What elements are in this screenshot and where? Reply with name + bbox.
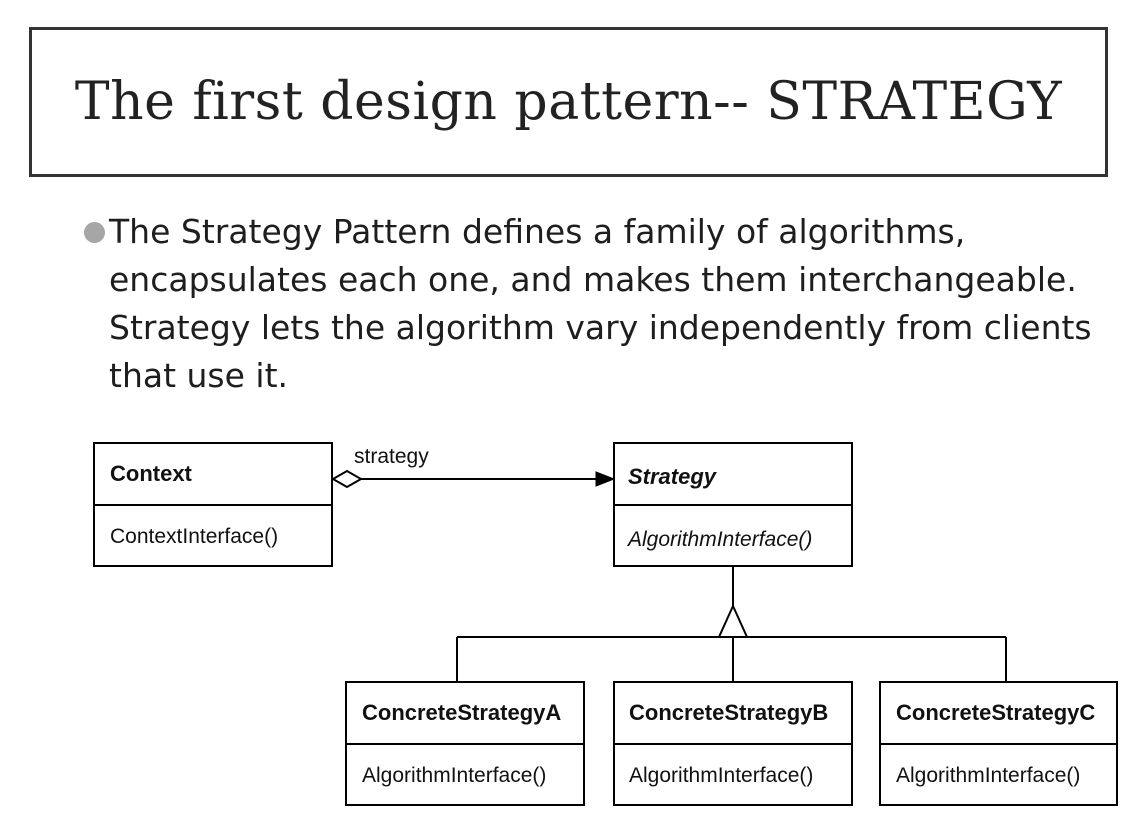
class-concrete-c-operation: AlgorithmInterface() <box>896 764 1080 787</box>
class-context-name: Context <box>110 461 193 486</box>
bullet-dot-icon <box>84 222 105 243</box>
class-strategy-operation: AlgorithmInterface() <box>626 528 812 551</box>
class-concrete-strategy-b: ConcreteStrategyB AlgorithmInterface() <box>613 681 853 806</box>
inheritance-triangle-icon <box>717 603 749 638</box>
class-concrete-strategy-a: ConcreteStrategyA AlgorithmInterface() <box>345 681 585 806</box>
class-concrete-b-name: ConcreteStrategyB <box>629 700 828 725</box>
class-strategy: Strategy AlgorithmInterface() <box>613 442 853 567</box>
class-context: Context ContextInterface() <box>93 442 333 567</box>
class-strategy-name: Strategy <box>628 464 718 489</box>
class-concrete-c-name: ConcreteStrategyC <box>896 700 1095 725</box>
association-label: strategy <box>354 445 429 468</box>
class-context-operation: ContextInterface() <box>110 525 278 548</box>
class-concrete-a-operation: AlgorithmInterface() <box>362 764 546 787</box>
slide-title: The first design pattern-- STRATEGY <box>74 72 1063 132</box>
arrowhead-icon <box>595 471 616 487</box>
class-concrete-a-name: ConcreteStrategyA <box>362 700 561 725</box>
association-strategy: strategy <box>330 445 616 489</box>
class-concrete-b-operation: AlgorithmInterface() <box>629 764 813 787</box>
inheritance-hierarchy <box>456 566 1007 682</box>
bullet-text: The Strategy Pattern defines a family of… <box>109 212 1092 395</box>
aggregation-diamond-icon <box>330 469 364 489</box>
class-concrete-strategy-c: ConcreteStrategyC AlgorithmInterface() <box>879 681 1118 806</box>
title-box: The first design pattern-- STRATEGY <box>29 27 1108 177</box>
